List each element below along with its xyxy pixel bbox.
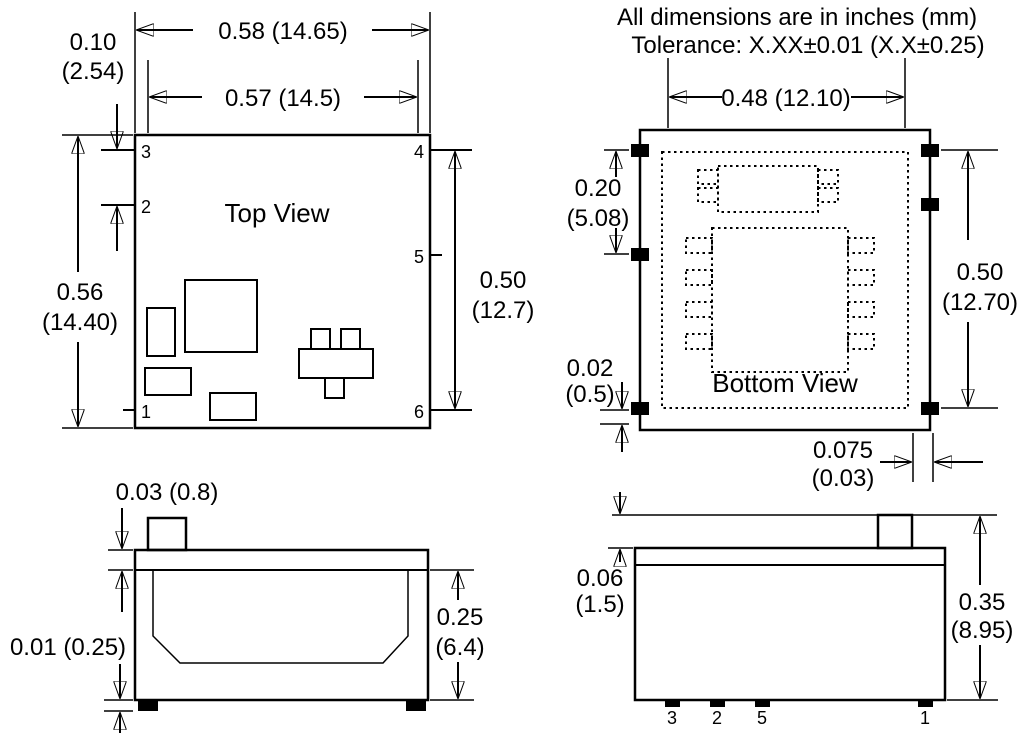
dim-step-mm: (1.5) xyxy=(575,591,624,618)
dim-pad-width-in: 0.075 xyxy=(813,437,873,464)
drawing-notes: All dimensions are in inches (mm) Tolera… xyxy=(617,4,985,59)
tolerance-note: Tolerance: X.XX±0.01 (X.X±0.25) xyxy=(631,32,984,59)
side-right-pin-3-label: 3 xyxy=(667,708,677,728)
dim-standoff: 0.01 (0.25) xyxy=(10,634,126,661)
side-left-body xyxy=(133,548,430,702)
side-view-left xyxy=(133,516,430,711)
bottom-view-crystal-footprint xyxy=(697,165,839,213)
side-right-pin-2-label: 2 xyxy=(712,708,722,728)
dim-side-right-height-in: 0.35 xyxy=(959,589,1006,616)
bottom-view-inner-outline xyxy=(661,151,909,409)
units-note: All dimensions are in inches (mm) xyxy=(617,4,977,31)
dim-pin-span-mm: (12.7) xyxy=(472,297,535,324)
bottom-view-dimensions: 0.48 (12.10) 0.20 (5.08) 0.02 (0.5) 0.50… xyxy=(565,58,1018,492)
component-cap-bottom-left xyxy=(144,367,192,396)
top-view-components xyxy=(144,279,374,421)
side-left-bump xyxy=(146,516,188,552)
bottom-view-label: Bottom View xyxy=(712,368,858,398)
component-crystal-tab-3 xyxy=(324,377,345,399)
dim-lid-thickness: 0.03 (0.8) xyxy=(116,479,219,506)
component-cap-left xyxy=(146,307,176,357)
side-view-right: 3 2 5 1 xyxy=(633,513,947,728)
side-view-right-dimensions: 0.06 (1.5) 0.35 (8.95) xyxy=(575,492,1014,701)
side-right-body xyxy=(633,546,947,702)
top-view-label: Top View xyxy=(224,198,329,228)
dim-pad-gap-in: 0.02 xyxy=(567,355,614,382)
top-view-pin-ticks xyxy=(101,149,472,411)
top-view: Top View 3 2 1 4 5 6 xyxy=(101,133,472,430)
dim-pad-width-mm: (0.03) xyxy=(812,465,875,492)
component-crystal-tab-1 xyxy=(310,328,331,350)
dim-pin-pitch-in: 0.10 xyxy=(70,29,117,56)
dim-pad-pitch-in: 0.20 xyxy=(575,175,622,202)
dim-top-height-mm: (14.40) xyxy=(42,309,118,336)
component-crystal-body xyxy=(298,348,374,379)
dim-side-left-height-mm: (6.4) xyxy=(435,634,484,661)
dim-pin-span-in: 0.50 xyxy=(480,267,527,294)
pin-6-label: 6 xyxy=(414,402,424,422)
dim-bottom-height-mm: (12.70) xyxy=(942,289,1018,316)
dim-pin-pitch-mm: (2.54) xyxy=(62,58,125,85)
side-right-pin-5-label: 5 xyxy=(757,708,767,728)
dim-bottom-height-in: 0.50 xyxy=(957,259,1004,286)
component-cap-bottom-mid xyxy=(209,392,257,421)
dim-top-width-inner: 0.57 (14.5) xyxy=(225,85,341,112)
side-right-pin-1-label: 1 xyxy=(920,708,930,728)
dim-step-in: 0.06 xyxy=(577,565,624,592)
side-view-left-dimensions: 0.03 (0.8) 0.01 (0.25) 0.25 (6.4) xyxy=(10,479,485,733)
pin-2-label: 2 xyxy=(141,197,151,217)
bottom-view: Bottom View xyxy=(631,128,939,432)
side-right-bump xyxy=(876,513,914,550)
bottom-view-pads xyxy=(631,144,939,415)
dim-pad-pitch-mm: (5.08) xyxy=(567,205,630,232)
pin-1-label: 1 xyxy=(141,402,151,422)
dim-side-left-height-in: 0.25 xyxy=(437,604,484,631)
top-view-outline xyxy=(133,133,432,430)
dim-top-height-in: 0.56 xyxy=(57,279,104,306)
component-ic xyxy=(184,279,258,353)
pin-5-label: 5 xyxy=(414,247,424,267)
side-left-cavity xyxy=(152,570,409,664)
dim-bottom-width: 0.48 (12.10) xyxy=(721,85,850,112)
pin-4-label: 4 xyxy=(414,142,424,162)
pin-3-label: 3 xyxy=(141,142,151,162)
side-left-foot-2 xyxy=(406,700,426,711)
top-view-dimensions: 0.58 (14.65) 0.57 (14.5) 0.10 (2.54) 0.5… xyxy=(42,12,535,429)
bottom-view-ic-footprint xyxy=(685,227,875,373)
dim-side-right-height-mm: (8.95) xyxy=(951,617,1014,644)
bottom-view-outline xyxy=(638,128,932,432)
component-crystal-tab-2 xyxy=(340,328,361,350)
dim-top-width-outer: 0.58 (14.65) xyxy=(218,18,347,45)
side-right-pins xyxy=(665,700,933,707)
side-left-foot-1 xyxy=(138,700,158,711)
dim-pad-gap-mm: (0.5) xyxy=(565,381,614,408)
